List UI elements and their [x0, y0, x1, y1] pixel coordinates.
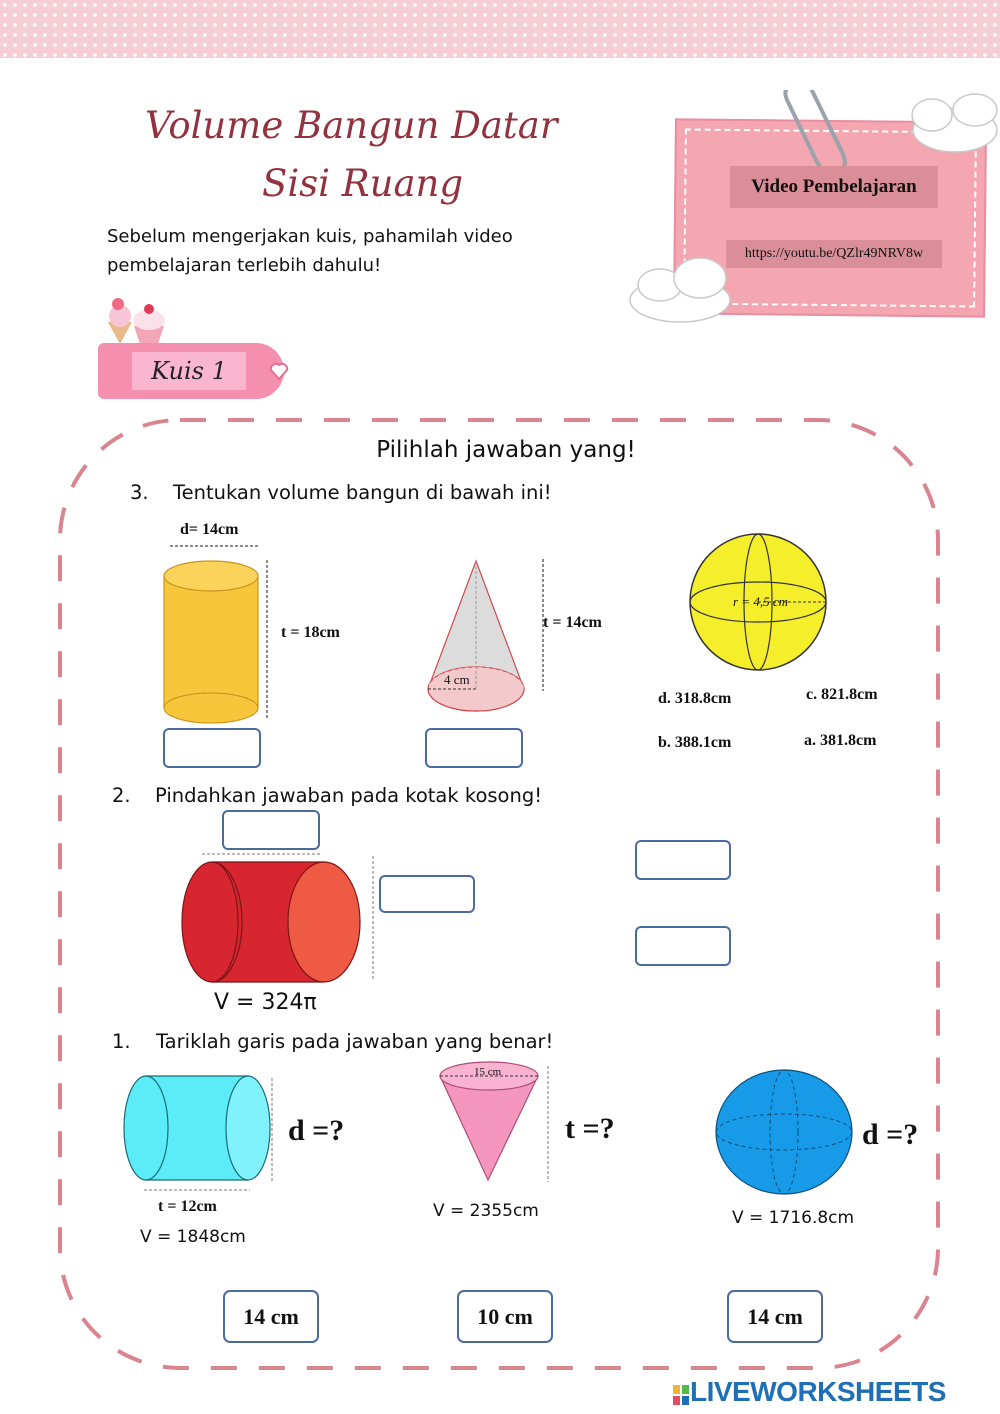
question-2-number: 2. [112, 784, 131, 807]
pink-cone-volume: V = 2355cm [433, 1201, 539, 1221]
cone-answer-box[interactable] [425, 728, 523, 768]
grey-cone-figure [427, 559, 544, 712]
yellow-cylinder-figure [163, 545, 268, 724]
cone-radius-label: 4 cm [444, 672, 470, 687]
cylinder-answer-box[interactable] [163, 728, 261, 768]
cylinder-height-label: t = 18cm [281, 624, 340, 641]
answer-slot-2[interactable] [635, 926, 731, 966]
cyan-cylinder-figure [123, 1075, 273, 1191]
cyan-cylinder-height: t = 12cm [158, 1198, 217, 1215]
instruction-heading: Pilihlah jawaban yang! [376, 437, 636, 463]
question-3-text: Tentukan volume bangun di bawah ini! [173, 481, 552, 504]
cylinder-diameter-label: d= 14cm [180, 521, 239, 538]
option-c[interactable]: c. 821.8cm [806, 686, 878, 703]
question-2-text: Pindahkan jawaban pada kotak kosong! [155, 784, 543, 807]
answer-choice-2[interactable]: 10 cm [457, 1290, 553, 1343]
cloud-icon [629, 257, 731, 323]
pink-cone-figure [439, 1061, 549, 1182]
page-subtitle: Sisi Ruang [262, 162, 464, 205]
heart-icon [269, 362, 289, 381]
cylinder-diameter-question: d =? [288, 1114, 345, 1147]
option-a[interactable]: a. 381.8cm [804, 732, 877, 749]
cone-height-label: t = 14cm [543, 614, 602, 631]
card-decorations [629, 90, 998, 323]
red-cylinder-top-box[interactable] [222, 810, 320, 850]
cyan-cylinder-volume: V = 1848cm [140, 1227, 246, 1247]
answer-slot-1[interactable] [635, 840, 731, 880]
video-title: Video Pembelajaran [730, 166, 938, 208]
answer-choice-1[interactable]: 14 cm [223, 1290, 319, 1343]
pink-cone-diameter: 15 cm [474, 1066, 502, 1078]
red-cylinder-figure [181, 853, 374, 983]
top-pattern-band [0, 0, 1000, 58]
liveworksheets-logo-icon [673, 1385, 689, 1405]
sphere-diameter-question: d =? [862, 1118, 919, 1151]
footer-brand: LIVEWORKSHEETS [690, 1376, 946, 1407]
video-link[interactable]: https://youtu.be/QZlr49NRV8w [726, 240, 942, 268]
question-1-text: Tariklah garis pada jawaban yang benar! [156, 1030, 554, 1053]
blue-sphere-volume: V = 1716.8cm [732, 1208, 855, 1228]
cone-height-question: t =? [565, 1112, 615, 1145]
option-b[interactable]: b. 388.1cm [658, 734, 732, 751]
quiz-label: Kuis 1 [132, 352, 246, 390]
yellow-sphere-figure [689, 533, 827, 671]
question-3-number: 3. [130, 481, 149, 504]
intro-text: Sebelum mengerjakan kuis, pahamilah vide… [107, 226, 513, 276]
question-1-number: 1. [112, 1030, 131, 1053]
option-d[interactable]: d. 318.8cm [658, 690, 732, 707]
page-title: Volume Bangun Datar [145, 104, 558, 147]
sphere-radius-label: r = 4,5 cm [733, 594, 788, 609]
red-cylinder-side-box[interactable] [379, 875, 475, 913]
red-cylinder-volume: V = 324π [214, 990, 317, 1015]
cupcake-icon [108, 298, 165, 344]
answer-choice-3[interactable]: 14 cm [727, 1290, 823, 1343]
cloud-icon [911, 93, 998, 153]
blue-sphere-figure [715, 1069, 853, 1195]
